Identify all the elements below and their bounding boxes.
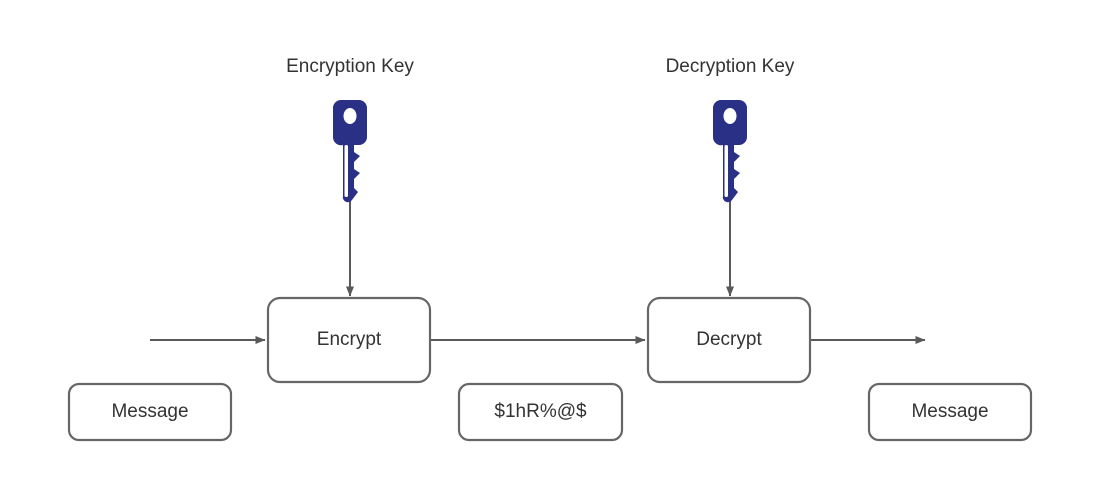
data-box-ciphertext[interactable] (457, 382, 624, 442)
data-box-plaintext-input[interactable] (67, 382, 233, 442)
process-box-decrypt[interactable] (646, 296, 812, 384)
encryption-key-caption: Encryption Key (286, 56, 414, 77)
key-icon (712, 100, 747, 203)
decryption-key-caption: Decryption Key (665, 56, 795, 77)
data-box-plaintext-output[interactable] (867, 382, 1033, 442)
key-icon (332, 100, 367, 203)
process-box-encrypt[interactable] (266, 296, 432, 384)
